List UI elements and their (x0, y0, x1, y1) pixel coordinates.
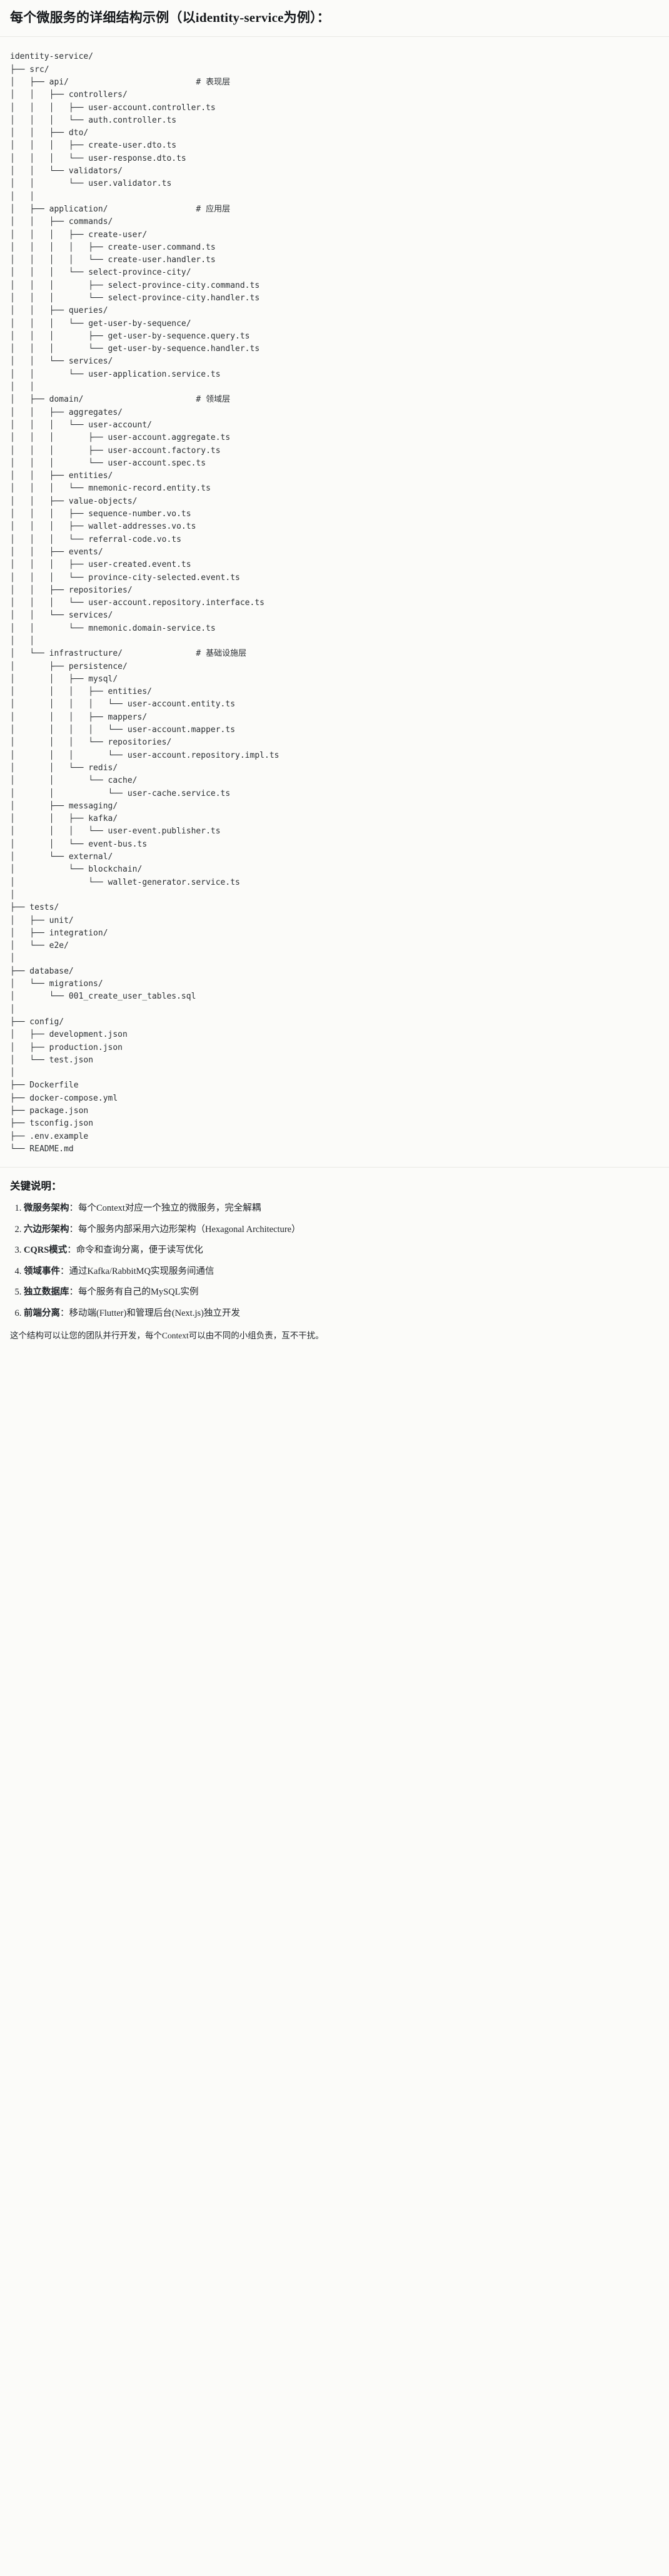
directory-tree-block: identity-service/ ├── src/ │ ├── api/ # … (0, 37, 669, 1168)
list-item: 独立数据库：每个服务有自己的MySQL实例 (24, 1285, 659, 1299)
key-notes-section: 关键说明： 微服务架构：每个Context对应一个独立的微服务，完全解耦 六边形… (0, 1167, 669, 1355)
list-item: 六边形架构：每个服务内部采用六边形架构（Hexagonal Architectu… (24, 1223, 659, 1236)
note-desc: ：每个服务有自己的MySQL实例 (69, 1287, 199, 1298)
note-desc: ：每个Context对应一个独立的微服务，完全解耦 (69, 1203, 261, 1214)
note-term: 独立数据库 (24, 1287, 69, 1298)
note-desc: ：每个服务内部采用六边形架构（Hexagonal Architecture） (69, 1224, 301, 1235)
note-term: 微服务架构 (24, 1203, 69, 1214)
document-page: 每个微服务的详细结构示例（以identity-service为例）： ident… (0, 0, 669, 1355)
note-desc: ：通过Kafka/RabbitMQ实现服务间通信 (60, 1266, 214, 1276)
list-item: CQRS模式：命令和查询分离，便于读写优化 (24, 1243, 659, 1257)
closing-paragraph: 这个结构可以让您的团队并行开发，每个Context可以由不同的小组负责，互不干扰… (10, 1330, 324, 1340)
note-desc: ：命令和查询分离，便于读写优化 (67, 1245, 203, 1256)
key-notes-heading: 关键说明： (10, 1180, 62, 1193)
note-term: 前端分离 (24, 1308, 60, 1318)
page-title: 每个微服务的详细结构示例（以identity-service为例）： (10, 10, 330, 25)
directory-tree: identity-service/ ├── src/ │ ├── api/ # … (10, 52, 279, 1154)
list-item: 领域事件：通过Kafka/RabbitMQ实现服务间通信 (24, 1265, 659, 1278)
note-desc: ：移动端(Flutter)和管理后台(Next.js)独立开发 (60, 1308, 240, 1318)
note-term: CQRS模式 (24, 1245, 68, 1256)
note-term: 领域事件 (24, 1266, 60, 1276)
note-term: 六边形架构 (24, 1224, 69, 1235)
document-header: 每个微服务的详细结构示例（以identity-service为例）： (0, 0, 669, 38)
key-notes-list: 微服务架构：每个Context对应一个独立的微服务，完全解耦 六边形架构：每个服… (10, 1201, 659, 1320)
list-item: 前端分离：移动端(Flutter)和管理后台(Next.js)独立开发 (24, 1306, 659, 1320)
list-item: 微服务架构：每个Context对应一个独立的微服务，完全解耦 (24, 1201, 659, 1215)
